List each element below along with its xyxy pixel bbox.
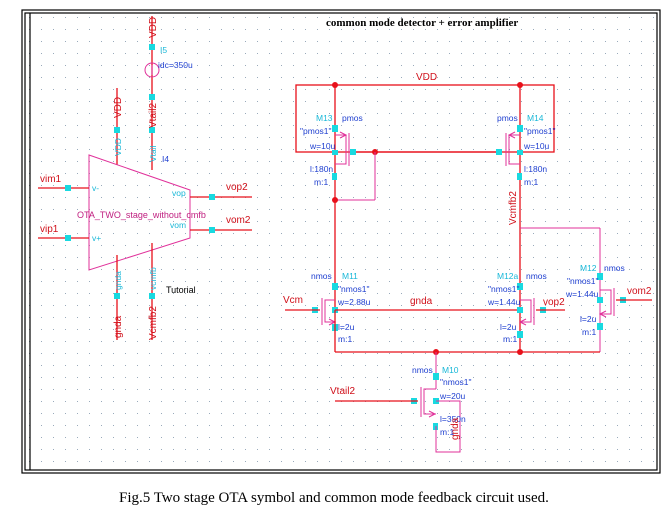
pin-vop: vop: [172, 188, 186, 198]
net-vdd: VDD: [113, 97, 124, 118]
net-vim1: vim1: [40, 174, 62, 185]
pin-vplus: v+: [92, 233, 101, 243]
m11-model: "nmos1": [338, 284, 370, 294]
pin-gnda: gnda: [113, 271, 123, 290]
m12-type: nmos: [604, 263, 625, 273]
m12-m: m:1: [582, 327, 596, 337]
ota-cell-name: OTA_TWO_stage_without_cmfb: [77, 210, 206, 220]
current-source-icon: [144, 62, 160, 78]
m12a-w: w=1.44u: [487, 297, 521, 307]
outer-frame: [21, 9, 661, 474]
cmfb-circuit: VDD M13 pmos "pmos1" w=10u l:180n m:1 pm…: [283, 72, 652, 453]
m12-w: w=1.44u: [565, 289, 599, 299]
ota-instance: I4: [162, 154, 169, 164]
m14-name: M14: [527, 113, 544, 123]
net-vdd: VDD: [416, 72, 437, 83]
pin-vminus: v-: [92, 183, 99, 193]
m12-l: l=2u: [580, 314, 597, 324]
diagram-title: common mode detector + error amplifier: [326, 17, 518, 29]
m10-m: m:1: [440, 427, 454, 437]
m12-model: "nmos1": [567, 276, 599, 286]
net-vom2: vom2: [627, 286, 652, 297]
pin-vdd: VDD: [113, 138, 123, 156]
net-vtail2: Vtail2: [330, 386, 355, 397]
m12a-l: l=2u: [500, 322, 517, 332]
net-vop2: vop2: [226, 182, 248, 193]
net-vdd-top: VDD: [148, 17, 159, 38]
m14-type: pmos: [497, 113, 518, 123]
net-gnda-m10: gnda: [450, 417, 461, 440]
net-gnda: gnda: [410, 296, 433, 307]
net-vcmfb2: Vcmfb2: [508, 191, 519, 225]
m11-w: w=2.88u: [337, 297, 371, 307]
m14-l: l:180n: [524, 164, 547, 174]
m12a-name: M12a: [497, 271, 519, 281]
net-vip1: vip1: [40, 224, 59, 235]
m13-m: m:1: [314, 177, 328, 187]
pin-vom: vom: [170, 220, 186, 230]
library-name: Tutorial: [166, 285, 196, 295]
m11-m: m:1: [338, 334, 352, 344]
m12a-model: "nmos1": [488, 284, 520, 294]
net-gnda: gnda: [113, 315, 124, 338]
m13-type: pmos: [342, 113, 363, 123]
m14-model: "pmos1": [524, 126, 556, 136]
m10-type: nmos: [412, 365, 433, 375]
m13-l: l:180n: [310, 164, 333, 174]
m12a-m: m:1: [503, 334, 517, 344]
net-vcm: Vcm: [283, 295, 303, 306]
m12a-type: nmos: [526, 271, 547, 281]
m13-model: "pmos1": [300, 126, 332, 136]
current-source-value: idc=350u: [158, 60, 193, 70]
m11-name: M11: [342, 271, 358, 281]
m14-w: w=10u: [523, 141, 550, 151]
m13-name: M13: [316, 113, 333, 123]
pin-vtail: Vtail: [148, 145, 158, 162]
net-vtail2: Vtail2: [148, 103, 159, 128]
m13-w: w=10u: [309, 141, 336, 151]
inner-frame: [24, 12, 658, 471]
m10-name: M10: [442, 365, 459, 375]
m10-model: "nmos1": [440, 377, 472, 387]
m10-l: l=350n: [440, 414, 466, 424]
m10-w: w=20u: [439, 391, 466, 401]
m14-m: m:1: [524, 177, 538, 187]
pin-vcmfb: vcmfb: [148, 267, 158, 290]
ota-triangle: [88, 154, 191, 271]
figure-caption: Fig.5 Two stage OTA symbol and common mo…: [119, 490, 549, 506]
net-vcmfb2: Vcmfb2: [148, 306, 159, 340]
m11-type: nmos: [311, 271, 332, 281]
net-vom2: vom2: [226, 215, 251, 226]
m11-l: l=2u: [338, 322, 355, 332]
m12-name: M12: [580, 263, 597, 273]
ota-symbol: VDD I5 idc=350u Vtail2 Vtail I4 VDD VDD …: [38, 16, 252, 340]
current-source-instance: I5: [160, 45, 167, 55]
net-vop2: vop2: [543, 297, 565, 308]
